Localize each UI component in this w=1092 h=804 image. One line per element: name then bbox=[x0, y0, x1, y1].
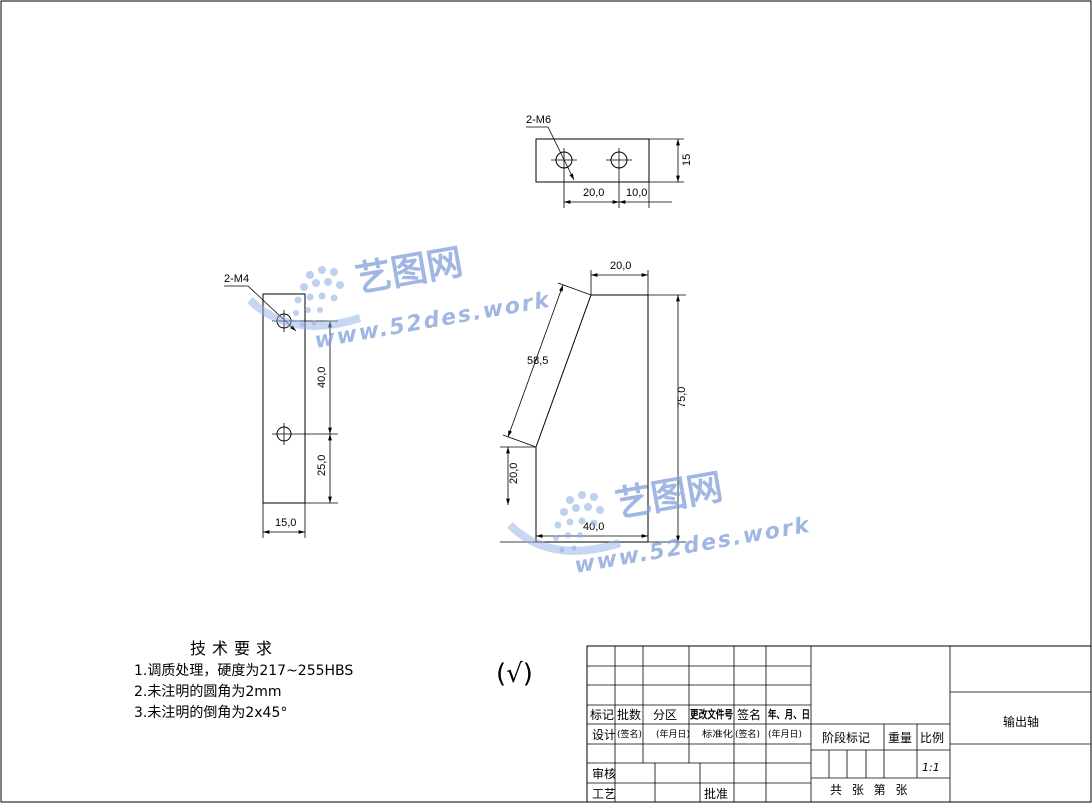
tb-date-hint: (年月日) bbox=[656, 728, 690, 740]
tb-part-name: 输出轴 bbox=[1003, 714, 1039, 729]
top-dim-height: 15 bbox=[681, 154, 693, 166]
right-view: 20,0 58,5 75,0 20,0 40,0 bbox=[500, 260, 688, 543]
tb-sign-hint: (签名) bbox=[617, 728, 642, 740]
left-dim-width: 15,0 bbox=[275, 517, 296, 529]
tech-requirement-item: 3.未注明的倒角为2x45° bbox=[134, 705, 287, 721]
top-dim-pitch1: 20,0 bbox=[583, 187, 604, 199]
tech-requirements-title: 技术要求 bbox=[190, 639, 278, 658]
tb-header-sign: 签名 bbox=[737, 707, 761, 722]
right-dim-low: 20,0 bbox=[508, 463, 520, 484]
roughness-symbol: (√) bbox=[496, 659, 533, 689]
watermark-title: 艺图网 bbox=[612, 467, 725, 526]
tb-header-date: 年、月、日 bbox=[768, 707, 810, 721]
watermark-globe-icon bbox=[507, 491, 622, 555]
tech-requirement-item: 1.调质处理，硬度为217~255HBS bbox=[134, 663, 353, 679]
tb-process: 工艺 bbox=[592, 787, 616, 801]
watermark-title: 艺图网 bbox=[352, 242, 465, 301]
top-thread-note: 2-M6 bbox=[526, 114, 551, 126]
tb-sign-hint-2: (签名) bbox=[735, 728, 760, 740]
left-dim-bottom: 25,0 bbox=[316, 455, 328, 476]
right-dim-top: 20,0 bbox=[610, 260, 631, 272]
watermark-2: 艺图网 www.52des.work bbox=[507, 467, 813, 579]
tb-scale-value: 1:1 bbox=[922, 761, 940, 774]
tb-header-zone: 分区 bbox=[653, 708, 677, 722]
tb-header-mark: 标记 bbox=[590, 708, 614, 722]
tb-stage-label: 阶段标记 bbox=[822, 730, 870, 745]
tb-sheet-info: 共 张 第 张 bbox=[830, 783, 910, 797]
right-view-outline bbox=[535, 294, 649, 543]
tb-header-doc-no: 更改文件号 bbox=[690, 707, 733, 721]
tb-header-count: 批数 bbox=[617, 707, 641, 722]
right-dim-height: 75,0 bbox=[676, 387, 688, 408]
top-view: 2-M6 20,0 10,0 15 bbox=[526, 114, 693, 208]
left-thread-note: 2-M4 bbox=[224, 273, 249, 285]
top-view-outline bbox=[535, 138, 650, 183]
tb-scale-label: 比例 bbox=[920, 731, 944, 745]
tb-review: 审核 bbox=[592, 766, 616, 781]
tech-requirement-item: 2.未注明的圆角为2mm bbox=[134, 684, 282, 700]
title-block: 标记 批数 分区 更改文件号 签名 年、月、日 设计 (签名) (年月日) 标准… bbox=[586, 645, 1092, 803]
left-view: 2-M4 40,0 25,0 15,0 bbox=[224, 273, 338, 538]
tb-weight-label: 重量 bbox=[888, 731, 912, 745]
tb-date-hint-2: (年月日) bbox=[768, 728, 802, 740]
tb-standardize: 标准化 bbox=[702, 728, 733, 740]
tb-approve: 批准 bbox=[704, 786, 728, 801]
tb-design: 设计 bbox=[592, 728, 616, 742]
tech-requirements: 技术要求 1.调质处理，硬度为217~255HBS 2.未注明的圆角为2mm 3… bbox=[134, 639, 353, 721]
right-dim-slant: 58,5 bbox=[527, 355, 548, 367]
watermark-1: 艺图网 www.52des.work bbox=[247, 242, 553, 354]
top-dim-pitch2: 10,0 bbox=[626, 187, 647, 199]
left-view-outline bbox=[262, 293, 306, 504]
right-dim-bottom: 40,0 bbox=[583, 521, 604, 533]
watermark-globe-icon bbox=[247, 266, 362, 330]
left-dim-spacing: 40,0 bbox=[316, 367, 328, 388]
